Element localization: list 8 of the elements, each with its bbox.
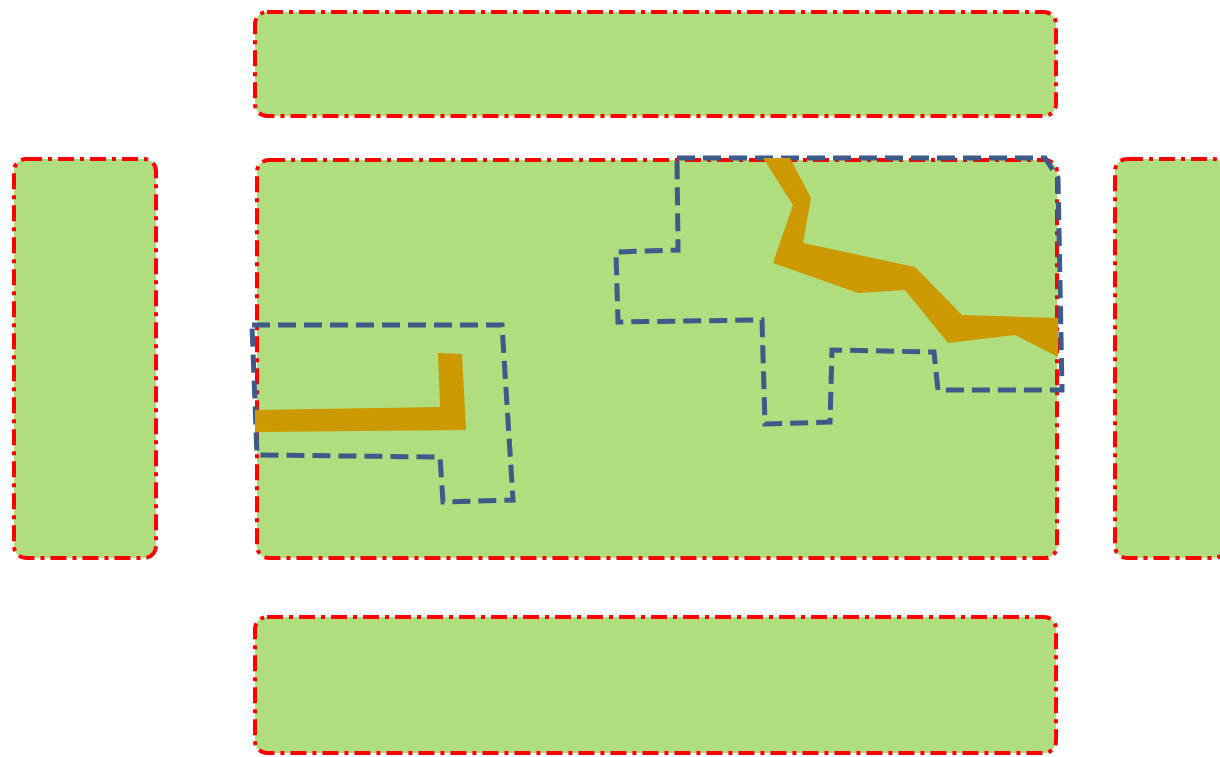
zone-panel xyxy=(253,10,1058,118)
zone-panel xyxy=(1113,157,1220,560)
zone-panel xyxy=(253,615,1058,755)
trail-band xyxy=(762,158,1059,358)
dashed-boundary xyxy=(248,323,515,504)
trail-band xyxy=(255,352,467,431)
dashed-boundary xyxy=(614,156,1064,426)
zone-panel xyxy=(12,157,158,560)
